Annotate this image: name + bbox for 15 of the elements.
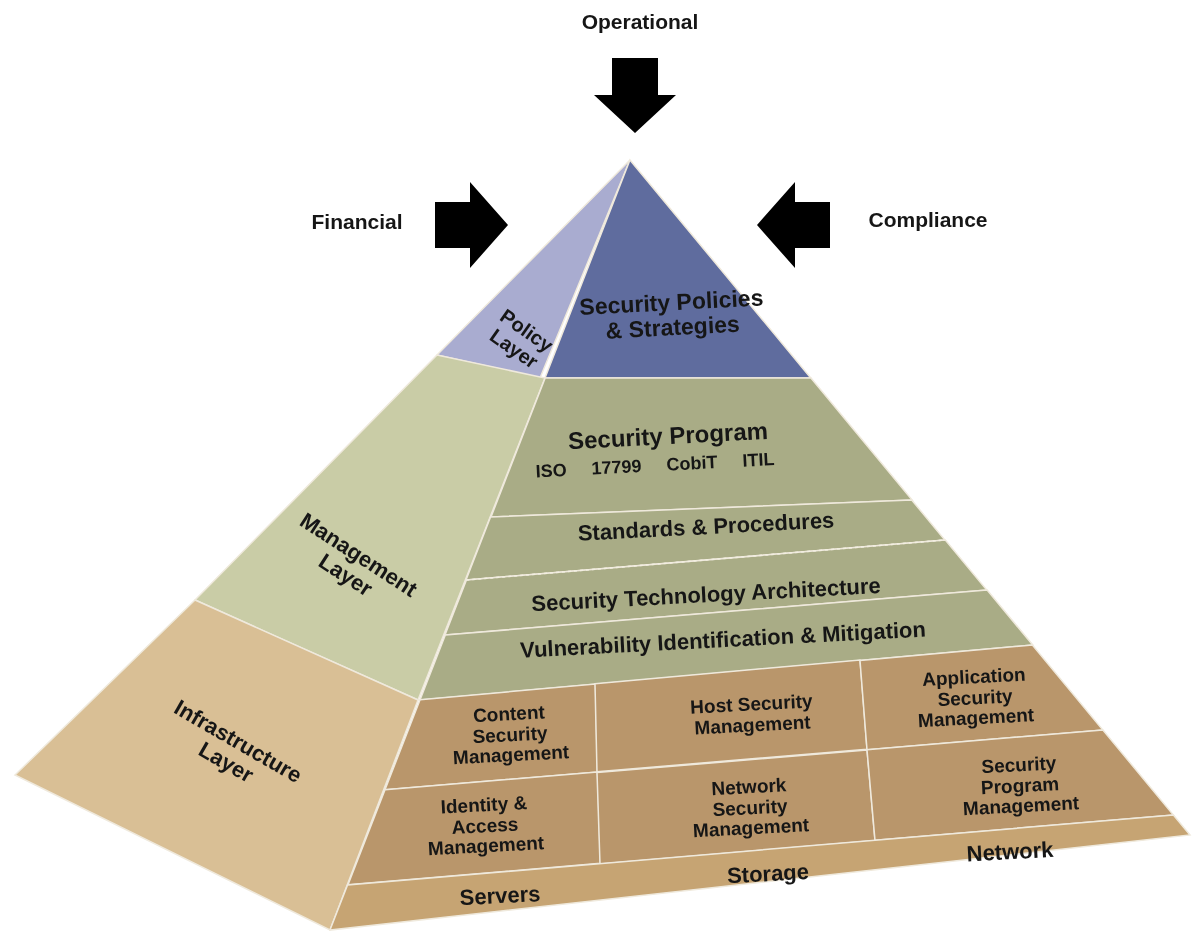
- standards-text: ISO 17799 CobiT ITIL: [534, 449, 776, 484]
- cell-text: Application Security Management: [916, 663, 1036, 733]
- cell-text: Host Security Management: [688, 690, 815, 740]
- pressure-label: Financial: [311, 210, 403, 234]
- resource-text: Servers: [458, 881, 542, 911]
- cell-text: Content Security Management: [451, 700, 571, 770]
- cell-text: Security Program Management: [961, 751, 1081, 821]
- resource-text: Network: [965, 837, 1055, 867]
- resource-text: Storage: [725, 859, 811, 889]
- cell-text: Identity & Access Management: [426, 791, 546, 861]
- pressure-label: Compliance: [868, 208, 988, 232]
- layer-text: Standards & Procedures: [576, 506, 836, 548]
- pressure-label: Operational: [581, 10, 699, 34]
- layer-text: Security Policies & Strategies: [577, 285, 765, 345]
- cell-text: Network Security Management: [691, 773, 811, 843]
